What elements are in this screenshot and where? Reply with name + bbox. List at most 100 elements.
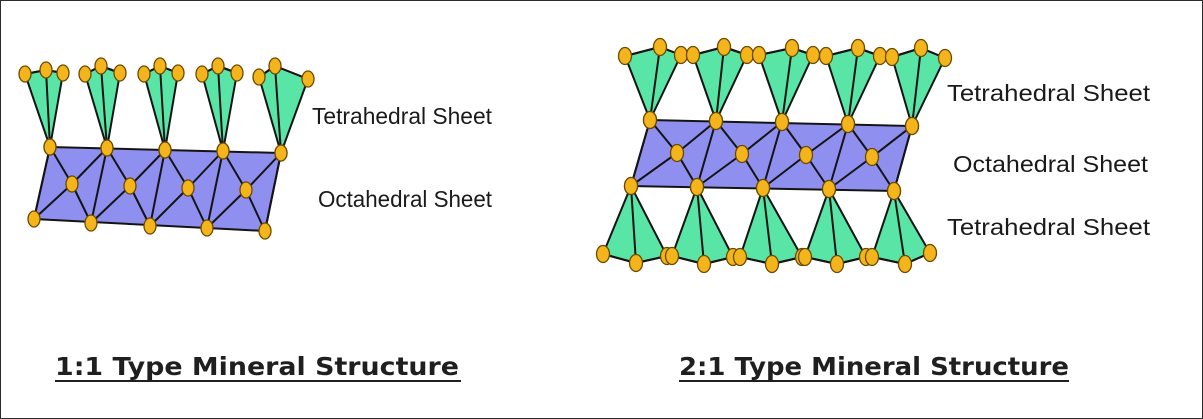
two-to-one-structure [595, 37, 953, 274]
oxygen-atom [850, 38, 866, 58]
oxygen-atom [864, 147, 880, 167]
oxygen-atom [732, 247, 748, 267]
oxygen-atom [751, 45, 767, 65]
oxygen-atom [143, 217, 157, 235]
oxygen-atom [673, 45, 689, 65]
oxygen-atom [195, 65, 209, 83]
left-octahedral-sheet-label: Octahedral Sheet [318, 186, 493, 212]
bond-line [893, 125, 913, 192]
oxygen-atom [595, 244, 611, 264]
oxygen-atom [774, 112, 790, 132]
oxygen-atom [216, 142, 230, 160]
oxygen-atom [230, 64, 244, 82]
oxygen-atom [904, 116, 920, 136]
oxygen-atom [78, 65, 92, 83]
oxygen-atom [922, 243, 938, 263]
oxygen-atom [274, 144, 288, 162]
bond-line [33, 146, 51, 220]
bond-line [149, 149, 166, 227]
bond-line [696, 120, 717, 188]
oxygen-atom [158, 141, 172, 159]
oxygen-atom [623, 176, 639, 196]
bond-line [781, 47, 793, 123]
oxygen-atom [764, 254, 780, 274]
bond-line [630, 152, 678, 187]
oxygen-atom [65, 175, 79, 193]
one-to-one-title: 1:1 Type Mineral Structure [55, 352, 459, 381]
bond-line [100, 65, 108, 149]
oxygen-atom [937, 48, 953, 68]
bond-line [129, 149, 166, 187]
oxygen-atom [94, 57, 108, 75]
oxygen-atom [784, 38, 800, 58]
bond-line [264, 152, 282, 232]
bond-line [90, 185, 131, 224]
tetrahedron [258, 65, 309, 154]
oxygen-atom [685, 45, 701, 65]
oxygen-atom [239, 181, 253, 199]
oxygen-atom [664, 246, 680, 266]
bond-line [206, 150, 224, 229]
oxygen-atom [797, 247, 813, 267]
bond-line [762, 121, 783, 189]
oxygen-atom [642, 110, 658, 130]
bond-line [630, 185, 637, 264]
left-tetrahedral-sheet-label: Tetrahedral Sheet [312, 103, 493, 129]
oxygen-atom [913, 38, 929, 58]
oxygen-atom [840, 114, 856, 134]
bond-line [762, 154, 807, 189]
oxygen-atom [181, 179, 195, 197]
tetrahedron [24, 69, 64, 148]
right-top-tetrahedral-sheet-label: Tetrahedral Sheet [947, 80, 1151, 106]
oxygen-atom [897, 254, 913, 274]
oxygen-atom [137, 65, 151, 83]
bond-line [274, 65, 282, 154]
bond-line [696, 186, 705, 265]
oxygen-atom [669, 143, 685, 163]
oxygen-atom [818, 46, 834, 66]
tetrahedron [624, 46, 682, 121]
oxygen-atom [39, 61, 53, 79]
one-to-one-structure [18, 57, 315, 240]
bond-line [847, 47, 859, 125]
oxygen-atom [829, 254, 845, 274]
bond-line [715, 46, 725, 122]
bond-line [149, 187, 189, 227]
oxygen-atom [84, 214, 98, 232]
oxygen-atom [18, 65, 32, 83]
oxygen-atom [211, 57, 225, 75]
oxygen-atom [872, 46, 888, 66]
bond-line [33, 183, 73, 220]
bond-line [245, 152, 282, 191]
oxygen-atom [252, 68, 266, 86]
oxygen-atom [258, 222, 272, 240]
oxygen-atom [716, 37, 732, 57]
oxygen-atom [27, 210, 41, 228]
bond-line [649, 46, 661, 121]
bond-line [893, 190, 906, 265]
oxygen-atom [821, 179, 837, 199]
right-bottom-tetrahedral-sheet-label: Tetrahedral Sheet [947, 214, 1151, 240]
oxygen-atom [43, 138, 57, 156]
oxygen-atom [153, 57, 167, 75]
oxygen-atom [689, 177, 705, 197]
right-octahedral-sheet-label: Octahedral Sheet [953, 151, 1149, 177]
oxygen-atom [617, 46, 633, 66]
oxygen-atom [708, 111, 724, 131]
bond-line [159, 65, 166, 151]
oxygen-atom [884, 47, 900, 67]
bond-line [676, 120, 717, 154]
bond-line [90, 147, 108, 224]
oxygen-atom [864, 247, 880, 267]
oxygen-atom [886, 181, 902, 201]
two-to-one-title: 2:1 Type Mineral Structure [679, 352, 1069, 381]
bond-line [828, 188, 838, 265]
oxygen-atom [734, 144, 750, 164]
bond-line [696, 153, 743, 188]
oxygen-atom [696, 254, 712, 274]
oxygen-atom [755, 178, 771, 198]
bond-line [762, 187, 773, 265]
oxygen-atom [798, 145, 814, 165]
bond-line [630, 119, 651, 187]
